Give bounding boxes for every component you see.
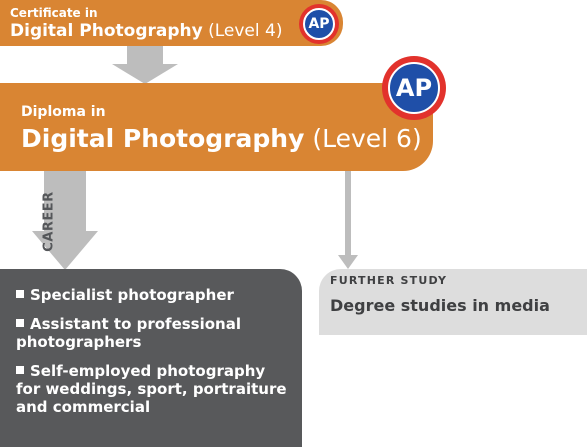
- certificate-title: Digital Photography (Level 4): [10, 20, 282, 42]
- career-item-text: Self-employed photography for weddings, …: [16, 362, 287, 416]
- career-item: Self-employed photography for weddings, …: [16, 362, 294, 416]
- diploma-title-bold: Digital Photography: [21, 124, 305, 153]
- career-box: [0, 269, 302, 447]
- career-label-text: CAREER: [41, 190, 57, 252]
- career-item-text: Specialist photographer: [30, 286, 234, 304]
- further-study-title: FURTHER STUDY: [330, 274, 448, 287]
- diploma-ap-badge-icon: AP: [382, 56, 446, 120]
- bullet-icon: [16, 319, 24, 327]
- diploma-ap-badge-text: AP: [388, 62, 440, 114]
- certificate-ap-badge-icon: AP: [299, 4, 339, 44]
- career-label: CAREER: [38, 176, 60, 266]
- progression-arrow-icon: [112, 46, 178, 84]
- certificate-ap-badge-text: AP: [303, 8, 335, 40]
- certificate-title-bold: Digital Photography: [10, 21, 203, 41]
- certificate-prefix: Certificate in: [10, 6, 98, 20]
- further-study-arrow-icon: [338, 171, 358, 269]
- further-study-item: Degree studies in media: [330, 296, 550, 315]
- diploma-title: Digital Photography (Level 6): [21, 122, 422, 156]
- further-study-box: [319, 269, 587, 335]
- certificate-box: [0, 0, 343, 46]
- certificate-level: (Level 4): [208, 21, 283, 41]
- career-item-text: Assistant to professional photographers: [16, 315, 241, 351]
- diploma-box: [0, 83, 433, 171]
- bullet-icon: [16, 366, 24, 374]
- career-arrow-icon: [32, 171, 98, 270]
- diploma-prefix: Diploma in: [21, 104, 106, 120]
- career-item: Assistant to professional photographers: [16, 315, 300, 351]
- bullet-icon: [16, 290, 24, 298]
- diploma-level: (Level 6): [312, 124, 422, 153]
- career-item: Specialist photographer: [16, 286, 300, 304]
